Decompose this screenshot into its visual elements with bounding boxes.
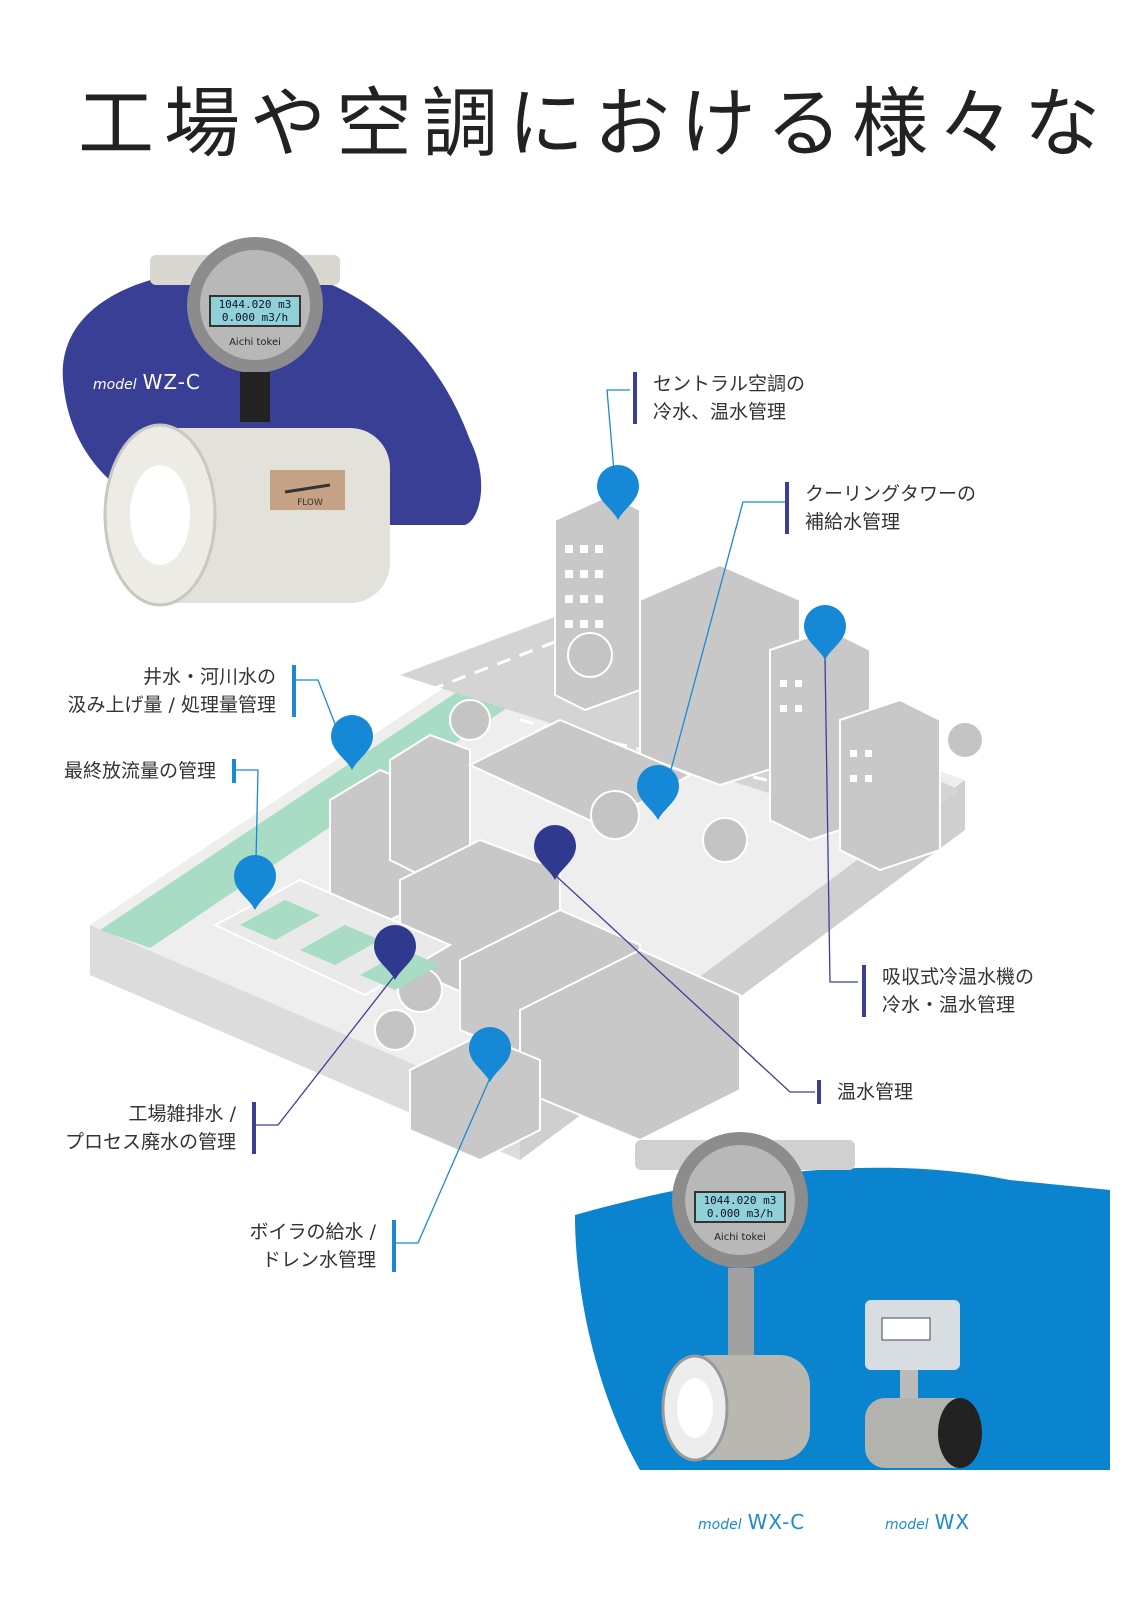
- callout-well-water: 井水・河川水の 汲み上げ量 / 処理量管理: [68, 663, 296, 719]
- callout-hot-water: 温水管理: [817, 1078, 913, 1106]
- flowmeter-wx-image: [865, 1300, 982, 1468]
- svg-text:0.000 m3/h: 0.000 m3/h: [222, 311, 288, 324]
- svg-text:Aichi tokei: Aichi tokei: [714, 1232, 766, 1243]
- windows: [565, 545, 872, 782]
- callout-cooling-tower: クーリングタワーの 補給水管理: [785, 480, 976, 536]
- svg-text:FLOW: FLOW: [297, 498, 323, 508]
- headline: 工場や空調における様々な: [78, 79, 1110, 168]
- flowmeter-wzc-image: 1044.020 m3 0.000 m3/h Aichi tokei FLOW: [103, 237, 390, 607]
- trees: [374, 632, 984, 1051]
- callout-central-ac: セントラル空調の 冷水、温水管理: [633, 370, 805, 426]
- callout-final-discharge: 最終放流量の管理: [64, 757, 236, 785]
- callout-boiler: ボイラの給水 / ドレン水管理: [250, 1218, 396, 1274]
- callout-factory-waste: 工場雑排水 / プロセス廃水の管理: [65, 1100, 256, 1156]
- svg-text:Aichi tokei: Aichi tokei: [229, 337, 281, 348]
- svg-text:1044.020 m3: 1044.020 m3: [704, 1194, 777, 1207]
- svg-text:0.000 m3/h: 0.000 m3/h: [707, 1207, 773, 1220]
- svg-text:1044.020 m3: 1044.020 m3: [219, 298, 292, 311]
- flowmeter-wxc-image: 1044.020 m3 0.000 m3/h Aichi tokei: [635, 1132, 855, 1462]
- blue-blob: [575, 1167, 1110, 1470]
- callout-absorption: 吸収式冷温水機の 冷水・温水管理: [862, 963, 1034, 1019]
